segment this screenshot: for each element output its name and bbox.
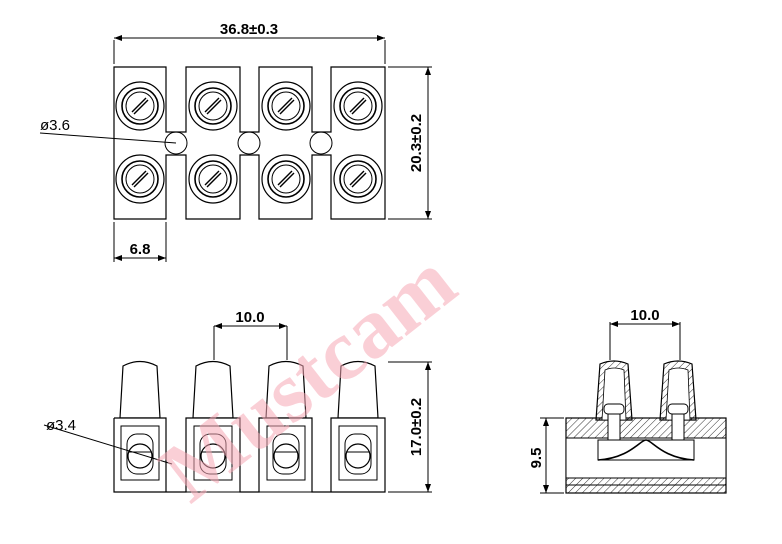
wire-entry-hole	[193, 425, 233, 481]
pitch-dimension: 6.8	[130, 241, 151, 258]
hole-leader	[39, 132, 177, 144]
front-height-dimension: 17.0±0.2	[408, 398, 425, 456]
front-hole-leader	[43, 424, 173, 465]
clamp-plate	[597, 439, 695, 461]
screw-head-icon	[261, 81, 311, 131]
wire-entry-hole	[338, 425, 378, 481]
screw-head-icon	[115, 81, 165, 131]
front-view: 10.0 17.0±0.2 ø3.4	[43, 309, 432, 493]
side-view: 10.0 9.5	[528, 307, 727, 494]
side-screw-right	[667, 403, 689, 415]
mounting-hole	[309, 131, 333, 155]
side-screw-left	[603, 403, 625, 415]
mounting-hole	[237, 131, 261, 155]
screw-head-icon	[333, 154, 383, 204]
hole-dimension: ø3.6	[40, 117, 70, 134]
terminal-cap	[119, 360, 161, 419]
terminal-cap	[192, 360, 234, 419]
side-pitch-dimension: 10.0	[630, 307, 659, 324]
terminal-cap	[337, 360, 379, 419]
screw-head-icon	[333, 81, 383, 131]
width-dimension: 36.8±0.3	[220, 21, 278, 38]
wire-entry-hole	[266, 425, 306, 481]
top-view-body	[113, 66, 386, 220]
screw-head-icon	[188, 154, 238, 204]
terminal-cap	[265, 360, 307, 419]
mounting-hole	[164, 131, 188, 155]
height-dimension: 20.3±0.2	[408, 114, 425, 172]
front-hole-dimension: ø3.4	[46, 417, 76, 434]
top-view: 36.8±0.3 20.3±0.2 ø3.6 6.8	[39, 21, 432, 262]
side-height-dimension: 9.5	[528, 448, 545, 469]
front-pitch-dimension: 10.0	[235, 309, 264, 326]
screw-head-icon	[115, 154, 165, 204]
screw-head-icon	[188, 81, 238, 131]
screw-head-icon	[261, 154, 311, 204]
